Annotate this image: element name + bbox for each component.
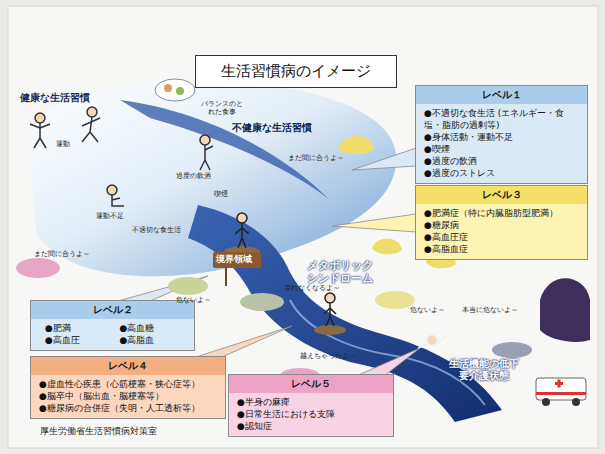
level-item: ●肥満 [39, 322, 114, 334]
illustration-label: 戻れなくなるよ～ [284, 284, 340, 292]
food [164, 84, 172, 92]
level-body: ●肥満●高血糖●高血圧●高脂血 [31, 319, 194, 350]
rock [314, 325, 346, 335]
standing-figure [235, 213, 249, 248]
illustration-label: 危ないよ～ [410, 306, 445, 314]
illustration-label: 不健康な生活習慣 [232, 122, 312, 134]
level-item: ●高血糖 [114, 322, 189, 334]
level-item: ●高血圧症 [424, 231, 581, 243]
level-box: レベル４●虚血性心疾患（心筋梗塞・狭心症等）●脳卒中（脳出血・脳梗塞等）●糖尿病… [30, 356, 226, 419]
level-heading: レベル２ [31, 301, 194, 319]
level-body: ●不適切な食生活 (エネルギー・食塩・脂肪の過剰等)●身体活動・運動不足●喫煙●… [416, 104, 587, 183]
level-item: ●不適切な食生活 (エネルギー・食塩・脂肪の過剰等) [424, 107, 581, 131]
level-box: レベル５●半身の麻痺●日常生活における支障●認知症 [228, 374, 394, 437]
level-box: レベル３●肥満症（特に内臓脂肪型肥満）●糖尿病●高血圧症●高脂血症 [415, 185, 588, 260]
illustration-label: 喫煙 [214, 190, 228, 198]
level-item: ●身体活動・運動不足 [424, 131, 581, 143]
ambulance [536, 378, 586, 406]
level-item: ●虚血性心疾患（心筋梗塞・狭心症等） [39, 378, 219, 390]
level-item: ●過度のストレス [424, 167, 581, 179]
level-heading: レベル３ [416, 186, 587, 204]
level-item: ●高血圧 [39, 334, 114, 346]
level-item: ●過度の飲酒 [424, 155, 581, 167]
yellow-hill [375, 291, 415, 309]
exercise-figure [30, 113, 50, 148]
illustration-label: 越えちゃったよ～ [300, 352, 356, 360]
illustration-label: 厚生労働省生活習慣病対策室 [40, 426, 157, 436]
signpost-pole [225, 268, 227, 286]
level-item: ●高脂血 [114, 334, 189, 346]
grey-hill [240, 293, 284, 311]
food [176, 87, 184, 95]
illustration-label: 健康な生活習慣 [20, 92, 90, 104]
level-item: ●高脂血症 [424, 243, 581, 255]
illustration-label: まだ間に合うよ～ [34, 250, 90, 258]
level-heading: レベル１ [416, 86, 587, 104]
level-box: レベル２●肥満●高血糖●高血圧●高脂血 [30, 300, 195, 351]
illustration-label: 境界領域 [216, 254, 252, 264]
poster-sheet [8, 6, 598, 448]
yellow-creature [372, 238, 402, 254]
dark-monster [540, 278, 590, 342]
illustration-label: 危ないよ～ [176, 296, 211, 304]
yellow-creature [338, 136, 374, 154]
sitting-figure [107, 185, 124, 206]
illustration-label: まだ間に合うよ～ [288, 154, 344, 162]
level-item: ●脳卒中（脳出血・脳梗塞等） [39, 390, 219, 402]
level-heading: レベル５ [229, 375, 393, 393]
divide-swoosh [120, 100, 330, 200]
illustration-label: 運動不足 [96, 212, 124, 220]
level-item: ●日常生活における支障 [237, 408, 387, 420]
illustration-label: 運動 [56, 140, 70, 148]
level-body: ●半身の麻痺●日常生活における支障●認知症 [229, 393, 393, 436]
illustration-label: 本当に危ないよ～ [462, 306, 518, 314]
level-item: ●肥満症（特に内臓脂肪型肥満） [424, 207, 581, 219]
callout-tail [356, 348, 420, 376]
title-box: 生活習慣病のイメージ [195, 55, 397, 88]
green-hill [168, 277, 208, 295]
level-item: ●半身の麻痺 [237, 396, 387, 408]
illustration-label: バランスのとれた食事 [200, 100, 244, 116]
level-item: ●認知症 [237, 420, 387, 432]
level-box: レベル１●不適切な食生活 (エネルギー・食塩・脂肪の過剰等)●身体活動・運動不足… [415, 85, 588, 184]
drowning-figure [418, 335, 446, 348]
illustration-label: 過度の飲酒 [176, 172, 211, 180]
level-item: ●喫煙 [424, 143, 581, 155]
level-item: ●糖尿病 [424, 219, 581, 231]
pink-hill [16, 258, 60, 278]
grey-hill [492, 342, 532, 358]
meal-plate [155, 79, 195, 101]
standing-figure [324, 293, 336, 326]
level-body: ●虚血性心疾患（心筋梗塞・狭心症等）●脳卒中（脳出血・脳梗塞等）●糖尿病の合併症… [31, 375, 225, 418]
callout-tail [332, 214, 416, 232]
level-item: ●糖尿病の合併症（失明・人工透析等） [39, 402, 219, 414]
signpost-board [213, 252, 261, 268]
level-body: ●肥満症（特に内臓脂肪型肥満）●糖尿病●高血圧症●高脂血症 [416, 204, 587, 259]
illustration-label: 不適切な食生活 [132, 226, 181, 234]
callout-tail [196, 326, 292, 357]
illustration-label: メタボリック シンドローム [300, 260, 380, 285]
title-text: 生活習慣病のイメージ [200, 62, 392, 81]
drinking-figure [200, 135, 213, 170]
level-heading: レベル４ [31, 357, 225, 375]
illustration-label: 生活機能の低下 要介護状態 [444, 358, 524, 381]
runner-figure [82, 107, 100, 142]
